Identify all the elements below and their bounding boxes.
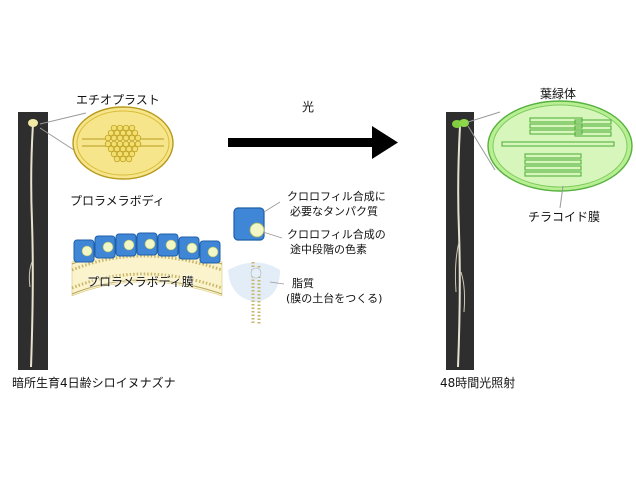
protein-legend-line2: 必要なタンパク質: [290, 205, 378, 218]
thylakoid-membrane-label: チラコイド膜: [528, 210, 601, 224]
light-arrow: [228, 126, 398, 159]
chloroplast-label: 葉緑体: [540, 87, 577, 101]
dark-seedling-plant: [28, 119, 38, 368]
legend-lipid-icon: [228, 262, 285, 325]
chloroplast-illustration: [487, 100, 633, 209]
protein-legend-line1: クロロフィル合成に: [287, 190, 386, 203]
prolamellar-membrane-label: プロラメラボディ膜: [87, 275, 194, 289]
lipid-legend-line1: 脂質: [292, 277, 314, 290]
lipid-legend-line2: (膜の土台をつくる): [286, 292, 383, 305]
etioplast-label: エチオプラスト: [76, 93, 160, 107]
prolamellar-body-label: プロラメラボディ: [70, 194, 165, 208]
pigment-legend-line1: クロロフィル合成の: [287, 228, 386, 241]
prolamellar-membrane-illustration: [71, 232, 223, 297]
dark-seedling-caption: 暗所生育4日齢シロイヌナズナ: [12, 376, 176, 390]
chloroplast-leader-lines: [467, 111, 501, 171]
etioplast-leader-lines: [39, 112, 87, 153]
dark-seedling-photo: [18, 112, 48, 370]
light-label: 光: [302, 100, 315, 114]
etioplast-illustration: [72, 106, 174, 180]
illuminated-seedling-photo: [446, 112, 474, 370]
pigment-legend-line2: 途中段階の色素: [290, 243, 367, 256]
illuminated-seedling-caption: 48時間光照射: [440, 376, 516, 390]
legend-protein-icon: [233, 201, 283, 241]
illuminated-seedling-plant: [452, 119, 469, 368]
